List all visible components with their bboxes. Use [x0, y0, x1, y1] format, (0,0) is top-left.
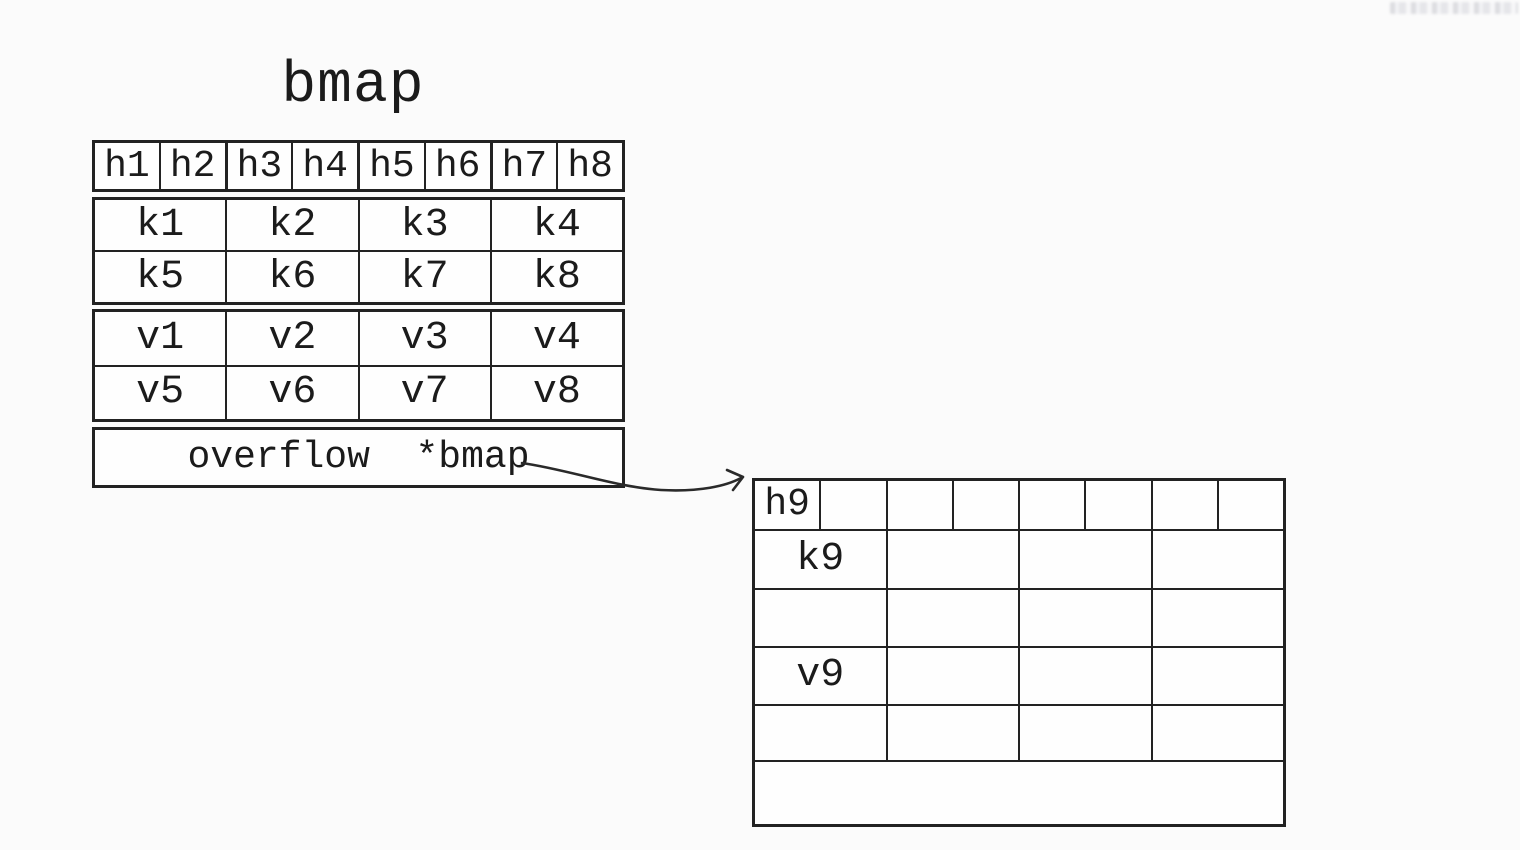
- key-cell: k3: [357, 200, 490, 250]
- tophash-row: h9: [755, 481, 1283, 529]
- diagram-title: bmap: [281, 54, 425, 119]
- value-cell: v5: [136, 370, 185, 416]
- tophash-cell: h3: [224, 143, 292, 189]
- key-cell: [885, 530, 1019, 588]
- tophash-cell: h7: [489, 143, 557, 189]
- tophash-cell: h5: [357, 143, 424, 189]
- tophash-cell: h8: [556, 143, 622, 189]
- value-cell: [885, 648, 1019, 704]
- key-cell: k2: [225, 200, 357, 250]
- values-row: v9: [755, 646, 1284, 704]
- value-cell: [885, 705, 1019, 760]
- tophash-cell: [1084, 481, 1150, 529]
- key-cell: [1018, 589, 1151, 647]
- value-cell: v3: [357, 312, 490, 365]
- value-cell: [755, 706, 886, 760]
- key-cell: k1: [136, 202, 185, 248]
- key-cell: k4: [489, 200, 622, 250]
- value-cell: v1: [136, 315, 185, 361]
- value-cell: [1018, 648, 1151, 704]
- tophash-cell: h6: [423, 143, 490, 189]
- tophash-cell: h9: [764, 483, 810, 527]
- value-cell: v4: [489, 312, 622, 365]
- key-cell: [1018, 530, 1151, 588]
- values-row: [755, 703, 1284, 760]
- keys-block: k1 k2 k3 k4 k5 k6 k7 k8: [92, 197, 625, 305]
- keys-row: k9: [755, 528, 1284, 588]
- tophash-cell: [819, 481, 885, 529]
- values-block: v1 v2 v3 v4 v5 v6 v7 v8: [92, 309, 625, 422]
- overflow-bucket-struct: h9 k9 v9: [752, 478, 1286, 827]
- key-cell: k8: [489, 252, 622, 302]
- keys-row: [755, 587, 1284, 647]
- key-cell: k9: [796, 536, 845, 582]
- overflow-pointer-row: [755, 759, 1283, 824]
- value-cell: [1018, 705, 1151, 760]
- watermark-smudge: [1390, 2, 1518, 14]
- tophash-cell: h2: [158, 143, 225, 189]
- bmap-struct: h1 h2 h3 h4 h5 h6 h7 h8 k1 k2 k3 k4 k5 k…: [92, 140, 625, 488]
- key-cell: [885, 589, 1019, 647]
- value-cell: v9: [796, 653, 845, 699]
- value-cell: v6: [225, 366, 357, 419]
- value-cell: v2: [225, 312, 357, 365]
- tophash-cell: [1018, 481, 1084, 529]
- key-cell: [1150, 530, 1284, 588]
- overflow-pointer-row: overflow *bmap: [92, 427, 625, 488]
- tophash-cell: h1: [104, 144, 150, 188]
- key-cell: k7: [357, 252, 490, 302]
- overflow-pointer-label: [755, 762, 1283, 824]
- key-cell: [755, 590, 886, 646]
- tophash-cell: [951, 481, 1018, 529]
- tophash-cell: [1150, 481, 1217, 529]
- value-cell: v8: [489, 366, 622, 419]
- key-cell: k5: [136, 254, 185, 300]
- value-cell: [1150, 648, 1284, 704]
- tophash-row: h1 h2 h3 h4 h5 h6 h7 h8: [92, 140, 625, 192]
- tophash-cell: [1216, 481, 1283, 529]
- overflow-pointer-label: overflow *bmap: [187, 436, 530, 479]
- value-cell: v7: [357, 366, 490, 419]
- key-cell: k6: [225, 252, 357, 302]
- tophash-cell: h4: [291, 143, 357, 189]
- key-cell: [1150, 589, 1284, 647]
- tophash-cell: [885, 481, 952, 529]
- value-cell: [1150, 705, 1284, 760]
